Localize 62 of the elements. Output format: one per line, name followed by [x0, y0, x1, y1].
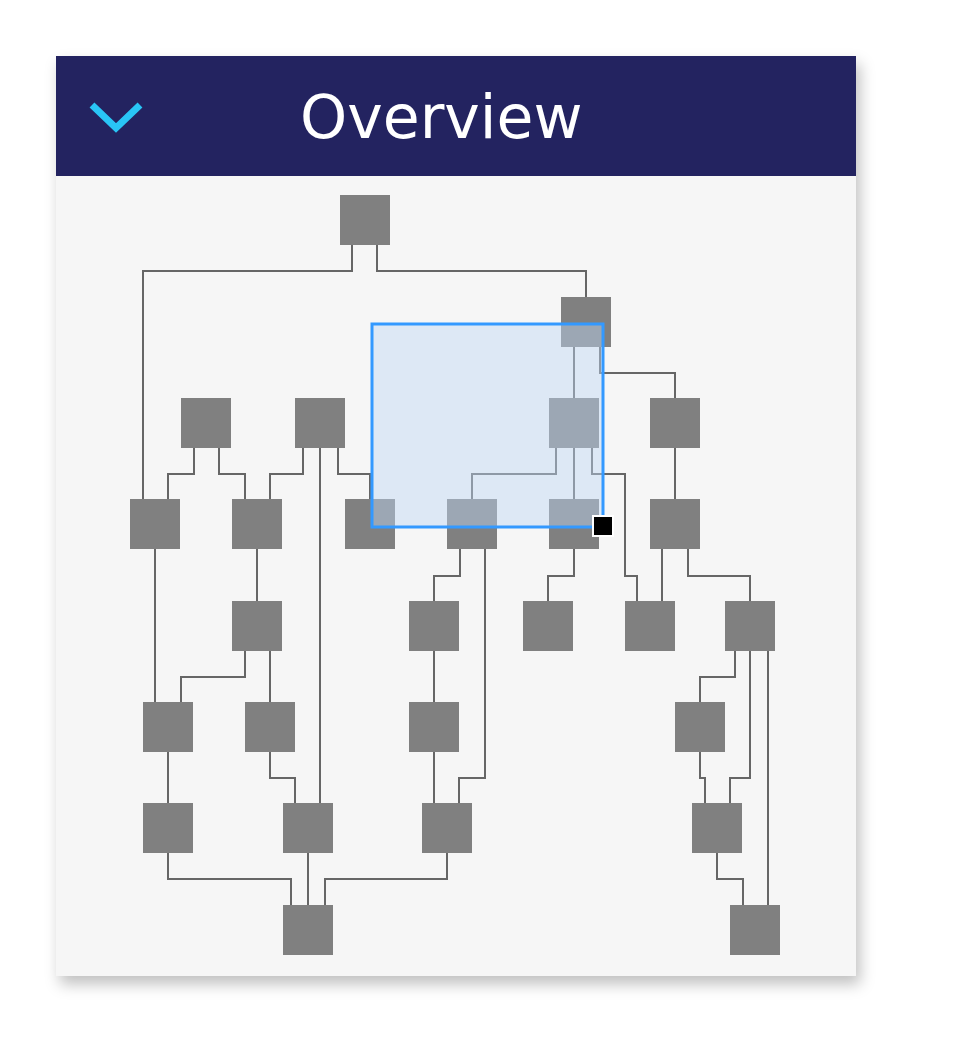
connector-line	[433, 751, 435, 804]
connector-line	[154, 548, 156, 703]
connector-line	[573, 346, 575, 399]
node-box	[549, 499, 599, 549]
connector-line	[269, 751, 296, 804]
node-box	[730, 905, 780, 955]
connector-line	[767, 650, 769, 906]
node-box	[447, 499, 497, 549]
connector-line	[433, 548, 461, 602]
node-box	[283, 905, 333, 955]
node-box	[345, 499, 395, 549]
node-box	[283, 803, 333, 853]
connector-line	[433, 650, 435, 703]
node-box	[181, 398, 231, 448]
connector-line	[180, 650, 246, 703]
node-box	[523, 601, 573, 651]
connector-line	[167, 852, 292, 906]
connector-line	[337, 447, 371, 500]
node-box	[232, 499, 282, 549]
node-box	[650, 398, 700, 448]
node-box	[692, 803, 742, 853]
node-box	[143, 702, 193, 752]
connector-line	[458, 548, 486, 804]
connector-line	[269, 447, 304, 500]
node-box	[130, 499, 180, 549]
node-box	[422, 803, 472, 853]
connector-line	[167, 447, 195, 500]
node-box	[549, 398, 599, 448]
connector-line	[376, 244, 587, 298]
connector-line	[167, 751, 169, 804]
connector-line	[324, 852, 448, 906]
node-box	[409, 601, 459, 651]
connector-line	[687, 548, 751, 602]
node-box	[245, 702, 295, 752]
node-box	[143, 803, 193, 853]
connector-line	[319, 447, 321, 804]
node-box	[675, 702, 725, 752]
connector-line	[591, 447, 638, 602]
connector-line	[661, 548, 663, 602]
connector-line	[269, 650, 271, 703]
node-box	[295, 398, 345, 448]
connector-line	[307, 852, 309, 906]
connector-line	[729, 650, 751, 804]
connector-line	[699, 751, 706, 804]
node-box	[561, 297, 611, 347]
node-box	[725, 601, 775, 651]
panel-title: Overview	[300, 84, 583, 150]
connector-line	[599, 346, 676, 399]
connector-line	[142, 244, 353, 500]
connector-line	[471, 447, 557, 500]
connector-line	[674, 447, 676, 500]
connector-line	[716, 852, 744, 906]
node-box	[232, 601, 282, 651]
connector-line	[547, 548, 575, 602]
connector-line	[256, 548, 258, 602]
node-box	[340, 195, 390, 245]
connector-line	[218, 447, 246, 500]
connector-line	[573, 447, 575, 500]
connector-line	[699, 650, 736, 703]
node-box	[625, 601, 675, 651]
node-box	[650, 499, 700, 549]
node-box	[409, 702, 459, 752]
